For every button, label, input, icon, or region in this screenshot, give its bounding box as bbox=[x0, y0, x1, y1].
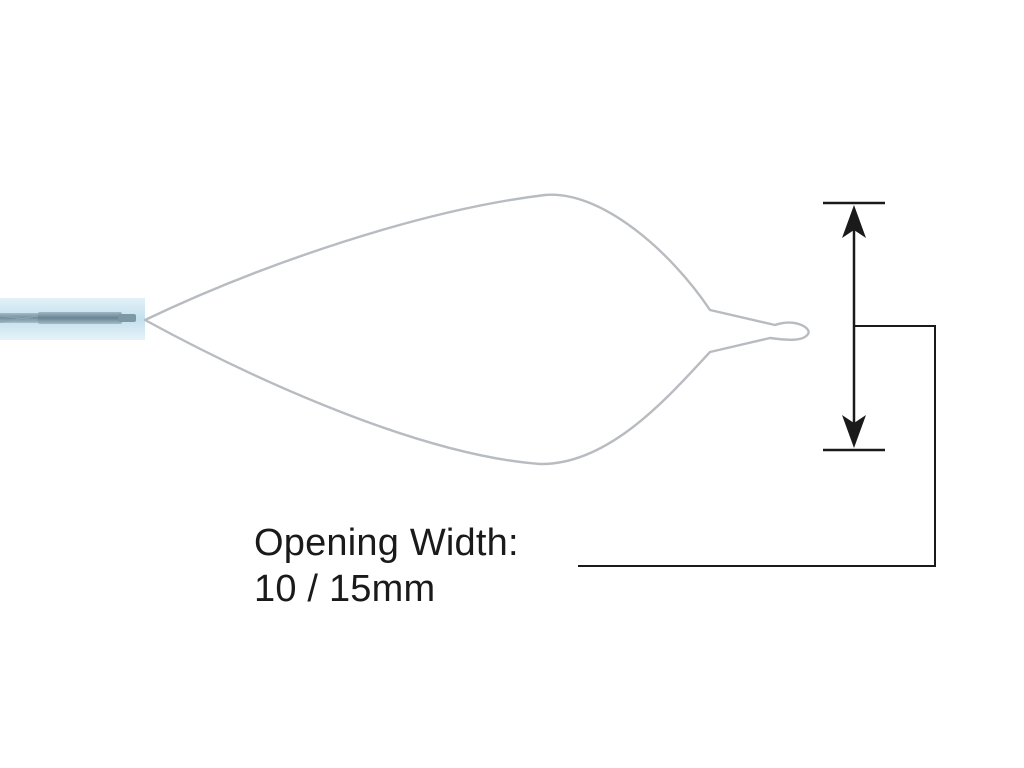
opening-width-label: Opening Width: 10 / 15mm bbox=[254, 520, 519, 612]
sheath-connector bbox=[38, 312, 122, 324]
sheath-inner-wire bbox=[0, 315, 39, 323]
opening-width-value: 10 / 15mm bbox=[254, 568, 436, 610]
label-leader-line bbox=[578, 325, 936, 567]
snare-wire-loop bbox=[143, 193, 810, 466]
dimension-arrowhead-down bbox=[842, 415, 866, 448]
catheter-sheath bbox=[0, 298, 145, 340]
sheath-tip bbox=[118, 314, 136, 322]
dimension-arrowhead-up bbox=[842, 205, 866, 238]
opening-width-title: Opening Width: bbox=[254, 522, 519, 564]
